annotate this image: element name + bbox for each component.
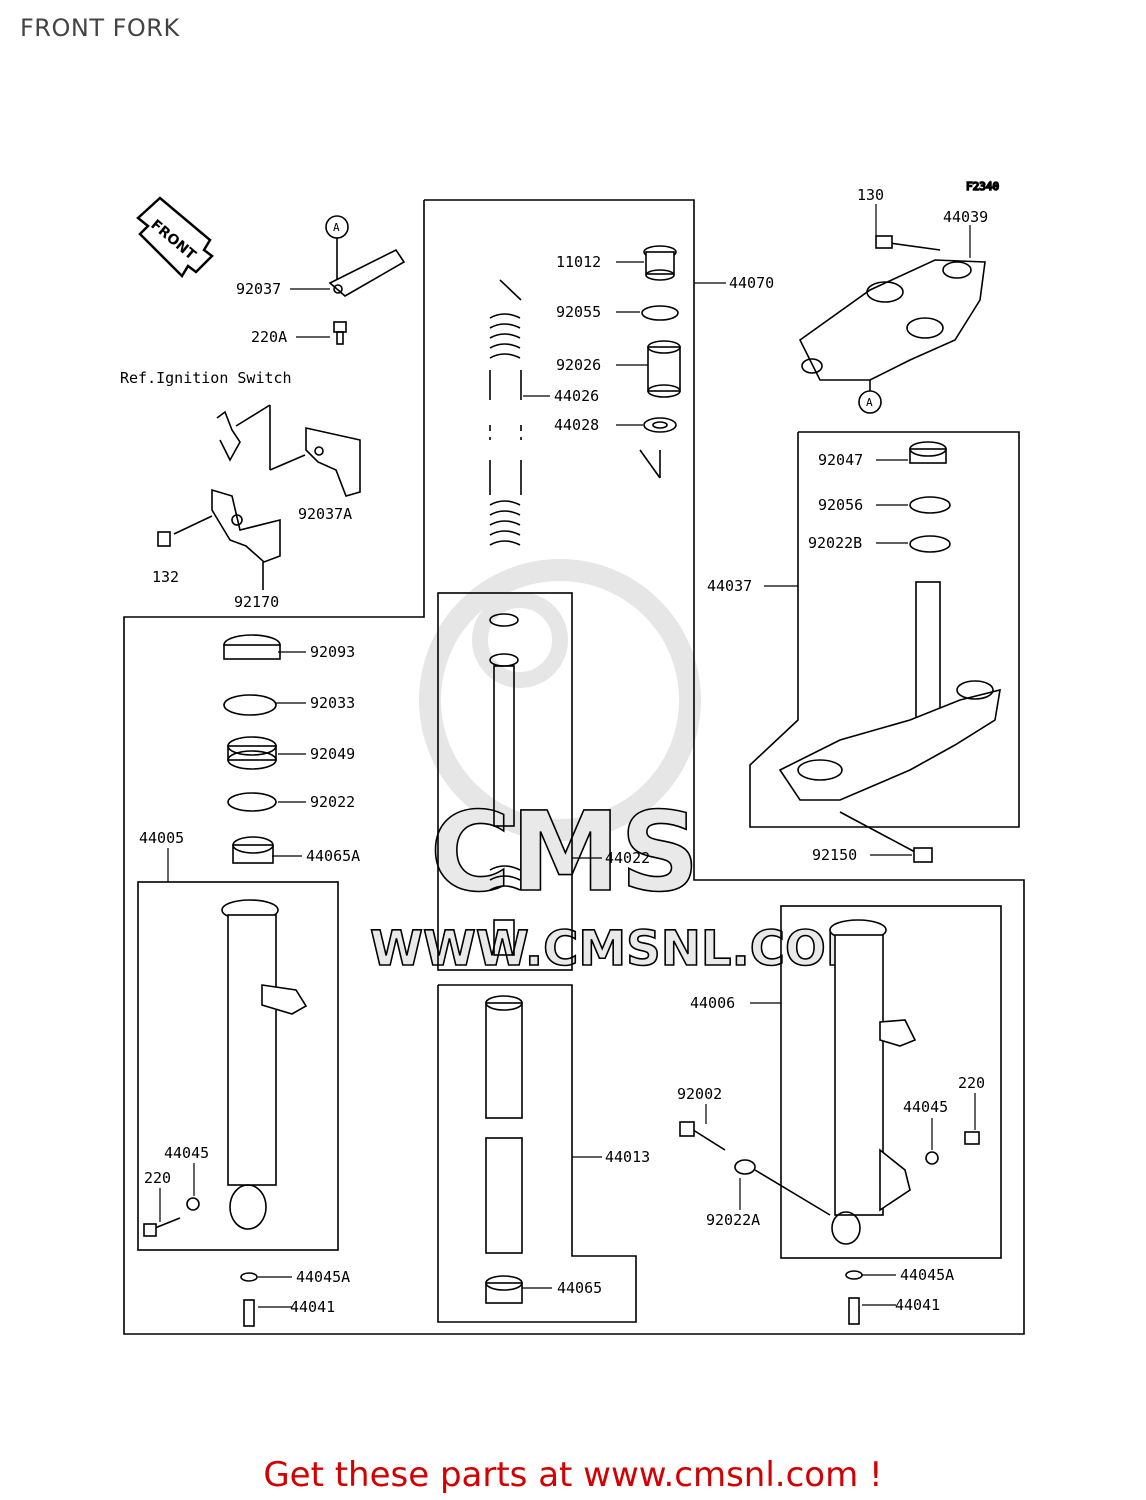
stem-nut-92047 [909,441,947,464]
oil-seal-92049 [227,736,277,770]
part-label-44045-right: 44045 [903,1098,948,1116]
part-label-44065a: 44065A [306,847,360,865]
ignition-switch-bracket [216,404,361,497]
fork-cap-bolt-11012 [643,245,677,281]
stay-bracket-92037 [328,248,406,297]
part-label-44026: 44026 [554,387,599,405]
inner-group-44013 [437,984,637,1323]
inner-tube-44022 [489,613,521,956]
part-label-44065: 44065 [557,1279,602,1297]
part-label-92093: 92093 [310,643,355,661]
ref-ignition-switch-note: Ref.Ignition Switch [120,369,292,387]
part-label-92056: 92056 [818,496,863,514]
part-label-92150: 92150 [812,846,857,864]
fork-spring-44026 [489,279,522,546]
leader-lines [159,204,976,1308]
part-label-44006: 44006 [690,994,735,1012]
washer-92056 [909,496,951,514]
steering-stem-44037 [778,581,1001,863]
part-label-44013: 44013 [605,1148,650,1166]
part-label-44045a-left: 44045A [296,1268,350,1286]
part-label-220-right: 220 [958,1074,985,1092]
spring-seat-44028 [639,417,677,479]
part-label-92055: 92055 [556,303,601,321]
part-label-44041-left: 44041 [290,1298,335,1316]
part-label-44005: 44005 [139,829,184,847]
outer-assembly-boundary [123,199,1025,1335]
washer-92022 [227,792,277,812]
steering-stem-group [749,431,1020,828]
part-label-11012: 11012 [556,253,601,271]
bolt-220a [333,321,347,345]
page-title: FRONT FORK [20,14,180,42]
part-label-92022b: 92022B [808,534,862,552]
inner-group-44022 [437,592,573,971]
watermark: CMS WWW.CMSNL.COM [369,559,874,978]
upper-fork-bracket-44039 [798,235,986,381]
part-label-44041-right: 44041 [895,1296,940,1314]
part-label-92037: 92037 [236,280,281,298]
part-label-130: 130 [857,186,884,204]
spacer-92026 [647,340,681,398]
part-label-44037: 44037 [707,577,752,595]
inner-tube-44013 [485,995,523,1304]
svg-text:A: A [866,396,873,409]
right-outer-tube-group [780,905,1002,1259]
part-label-44039: 44039 [943,208,988,226]
part-label-44070: 44070 [729,274,774,292]
svg-text:A: A [333,221,340,234]
watermark-site: WWW.CMSNL.COM [370,921,874,977]
bushing-44065a [232,836,274,864]
retaining-ring-92033 [223,694,277,716]
part-label-92170: 92170 [234,593,279,611]
part-label-92047: 92047 [818,451,863,469]
part-label-44022: 44022 [605,849,650,867]
part-label-92022: 92022 [310,793,355,811]
part-label-132: 132 [152,568,179,586]
fork-clamp-92170 [157,488,281,590]
watermark-brand: CMS [430,788,699,916]
outer-tube-right-44006 [679,919,980,1325]
part-labels: 130 44039 11012 44070 92055 92026 44026 … [120,186,988,1316]
o-ring-92055 [641,305,679,321]
part-label-92049: 92049 [310,745,355,763]
part-label-44028: 44028 [554,416,599,434]
left-outer-tube-group [137,881,339,1251]
ref-marker-a-top: A [325,215,349,285]
part-label-220-left: 220 [144,1169,171,1187]
footer-promo-link[interactable]: Get these parts at www.cmsnl.com ! [263,1455,883,1495]
outer-tube-left-44005 [143,899,308,1327]
part-label-92002: 92002 [677,1085,722,1103]
part-label-220a: 220A [251,328,287,346]
front-arrow-icon: FRONT [136,196,214,279]
part-label-44045a-right: 44045A [900,1266,954,1284]
part-label-92037a: 92037A [298,505,352,523]
figure-code: F2340 [966,180,999,193]
part-label-92033: 92033 [310,694,355,712]
part-label-44045-left: 44045 [164,1144,209,1162]
seal-92022b [909,535,951,553]
part-label-92022a: 92022A [706,1211,760,1229]
part-label-92026: 92026 [556,356,601,374]
